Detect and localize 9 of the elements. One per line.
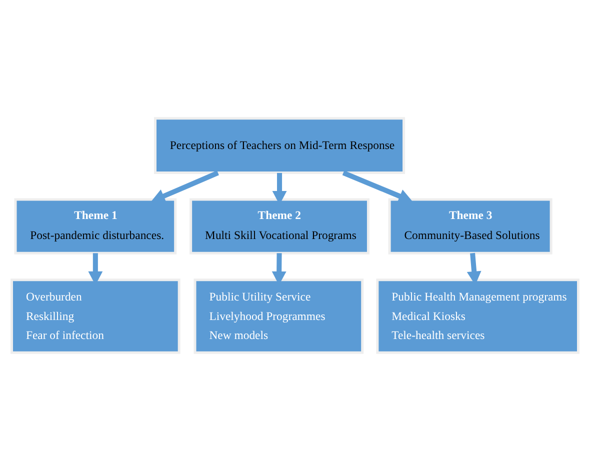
- arrow: [342, 170, 413, 202]
- node-box: Overburden Reskilling Fear of infection: [10, 278, 180, 354]
- node-box: Public Utility Service Livelyhood Programmes New models: [194, 278, 364, 354]
- node-box: Perceptions of Teachers on Mid-Term Response: [154, 116, 406, 174]
- arrow: [151, 170, 219, 202]
- node-box: Theme 1 Post-pandemic disturbances.: [14, 198, 177, 254]
- node-box: Theme 3 Community-Based Solutions: [388, 198, 552, 254]
- node-box: Theme 2 Multi Skill Vocational Programs: [190, 198, 370, 254]
- node-box: Public Health Management programs Medical Kiosks Tele-health services: [376, 278, 580, 354]
